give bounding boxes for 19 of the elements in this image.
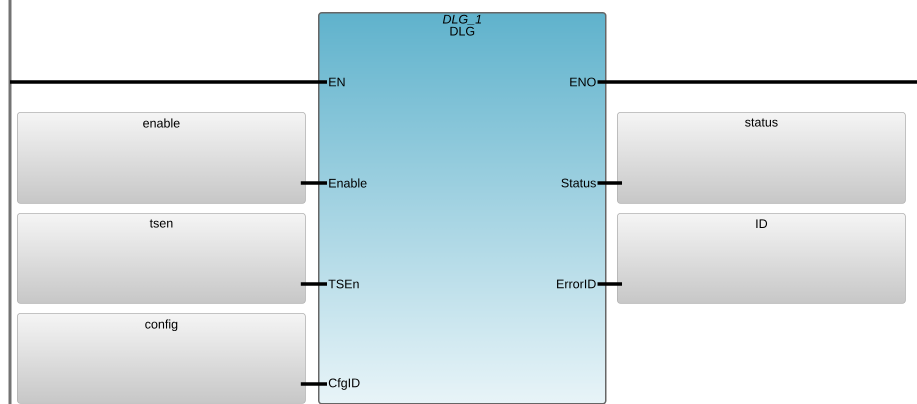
pin-label: CfgID (328, 378, 360, 390)
wire (300, 382, 327, 386)
variable-box: status (617, 112, 906, 204)
pin-label: TSEn (328, 280, 359, 288)
variable-box: tsen (17, 213, 306, 304)
variable-box: ID (617, 213, 906, 304)
pin-label: ENO (570, 78, 596, 86)
variable-box: enable (17, 112, 306, 204)
wire (598, 181, 622, 185)
pin-label: Status (561, 178, 596, 188)
pin-label: Enable (329, 178, 367, 188)
wire (598, 80, 917, 84)
wire (598, 282, 622, 286)
pin-label: EN (329, 78, 345, 86)
wire (300, 282, 327, 286)
wire (300, 181, 327, 185)
wire (10, 80, 327, 84)
pin-label: ErrorID (557, 280, 596, 288)
variable-box: config (17, 313, 306, 404)
